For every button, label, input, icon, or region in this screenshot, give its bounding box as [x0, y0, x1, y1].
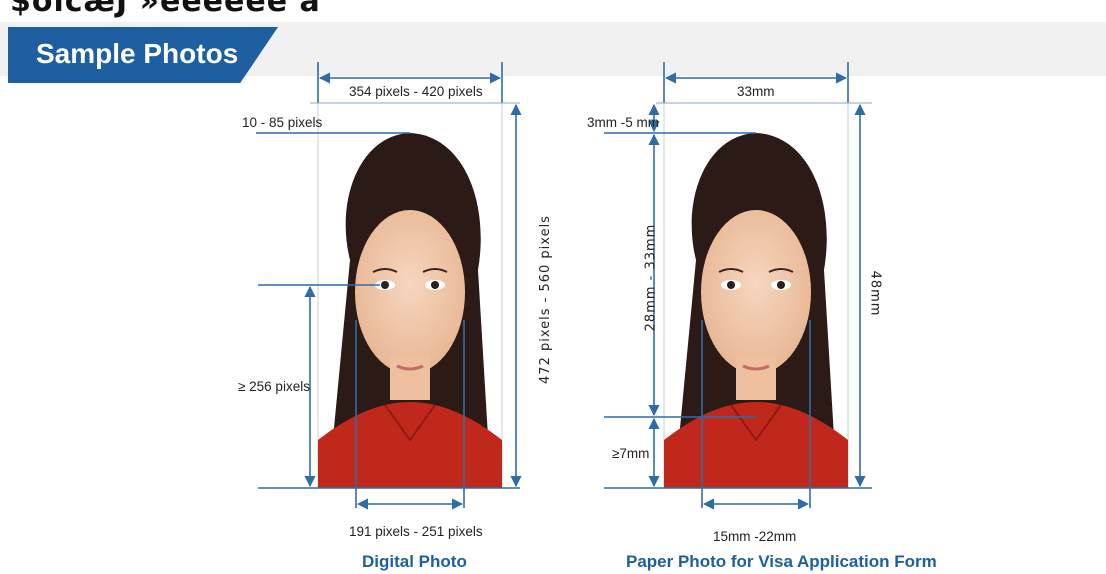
shirt-shape	[318, 402, 502, 488]
digital-photo-caption: Digital Photo	[362, 552, 467, 571]
digital-width-label: 354 pixels - 420 pixels	[349, 84, 483, 99]
paper-face-width-label: 15mm -22mm	[713, 529, 797, 544]
section-banner	[8, 27, 278, 83]
digital-photo-figure	[317, 102, 503, 489]
paper-photo-caption: Paper Photo for Visa Application Form	[626, 552, 937, 571]
face-shape	[355, 210, 465, 374]
paper-top-margin-label: 3mm -5 mm	[587, 115, 659, 130]
paper-height-label: 48mm	[867, 270, 883, 317]
paper-head-height-label: 28mm - 33mm	[643, 223, 659, 332]
paper-chin-bottom-label: ≥7mm	[612, 446, 650, 461]
paper-width-label: 33mm	[737, 84, 775, 99]
top-cropped-band	[0, 0, 1106, 22]
digital-face-width-label: 191 pixels - 251 pixels	[349, 524, 483, 539]
paper-guides	[604, 62, 872, 510]
paper-photo-figure	[663, 102, 849, 489]
section-title: Sample Photos	[36, 38, 239, 69]
digital-top-margin-label: 10 - 85 pixels	[242, 115, 323, 130]
digital-eye-height-label: ≥ 256 pixels	[238, 379, 310, 394]
digital-height-label: 472 pixels - 560 pixels	[537, 215, 553, 384]
cropped-heading: $ôïĉæĴ »éééééé ă	[10, 0, 321, 19]
digital-guides	[256, 62, 522, 510]
